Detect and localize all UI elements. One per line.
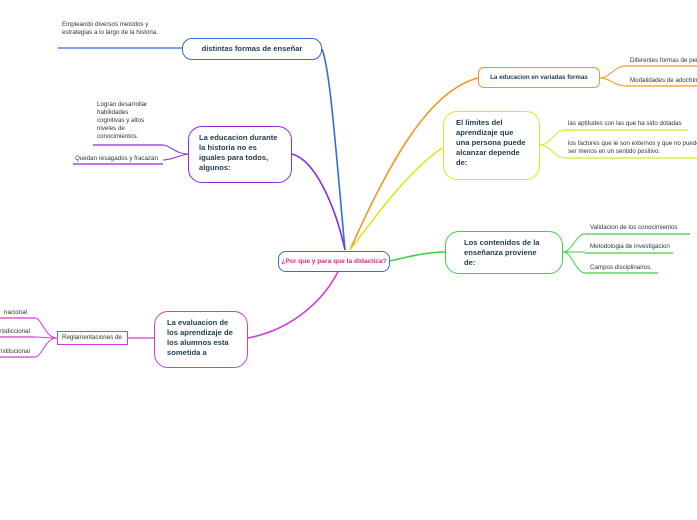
node-variadas-formas[interactable]: La educacion en variadas formas xyxy=(478,67,600,88)
central-topic[interactable]: ¿Por que y para que la didactica? xyxy=(278,251,390,272)
leaf-formas: Empleando diversos metodos y estrategias… xyxy=(62,21,158,37)
link-limites-leaves xyxy=(539,129,566,159)
leaf-evaluacion-institucional: Institucional xyxy=(0,348,30,355)
link-sub-leaves xyxy=(34,317,58,358)
leaf-contenidos-1: Validacion de los conocimientos xyxy=(590,224,678,231)
leaf-limites-2: los factores que le son externos y que n… xyxy=(568,140,697,156)
leaf-educacion-1: Logran desarrollar habilidades cognitiva… xyxy=(97,101,148,141)
leaf-educacion-2: Quedan resagados y fracazan xyxy=(75,155,158,162)
link-central-limites xyxy=(349,147,443,251)
node-evaluacion[interactable]: La evaluacion de los aprendizaje de los … xyxy=(154,311,248,368)
node-distintas-formas[interactable]: distintas formas de enseñar xyxy=(182,38,322,60)
node-reglamentaciones[interactable]: Reglamentaciones de xyxy=(57,331,128,345)
leaf-variadas-2: Modalidades de adoctrinamiento xyxy=(630,77,697,84)
leaf-variadas-1: Diferentes formas de pensar xyxy=(630,57,697,64)
node-limites-aprendizaje[interactable]: El limites del aprendizaje que una perso… xyxy=(443,111,540,180)
link-educacion-leaves xyxy=(162,144,189,161)
link-central-variadas xyxy=(349,77,479,251)
link-variadas-leaves xyxy=(599,65,627,87)
link-central-contenidos xyxy=(389,251,446,262)
leaf-limites-1: las aptitudes con las que ha sido dotada… xyxy=(568,120,682,127)
link-central-formas xyxy=(321,48,346,251)
leaf-evaluacion-nacional: nacional xyxy=(4,309,28,316)
leaf-contenidos-2: Metodologia de investigacion xyxy=(590,243,670,250)
leaf-evaluacion-jurisdiccional: Jurisdiccional xyxy=(0,328,30,335)
node-educacion-historia[interactable]: La educacion durante la historia no es i… xyxy=(188,126,292,183)
node-contenidos[interactable]: Los contenidos de la enseñanza proviene … xyxy=(445,231,563,274)
leaf-contenidos-3: Campos disciplinarios. xyxy=(590,264,652,271)
link-central-educacion xyxy=(291,153,346,251)
link-contenidos-leaves xyxy=(562,233,586,274)
